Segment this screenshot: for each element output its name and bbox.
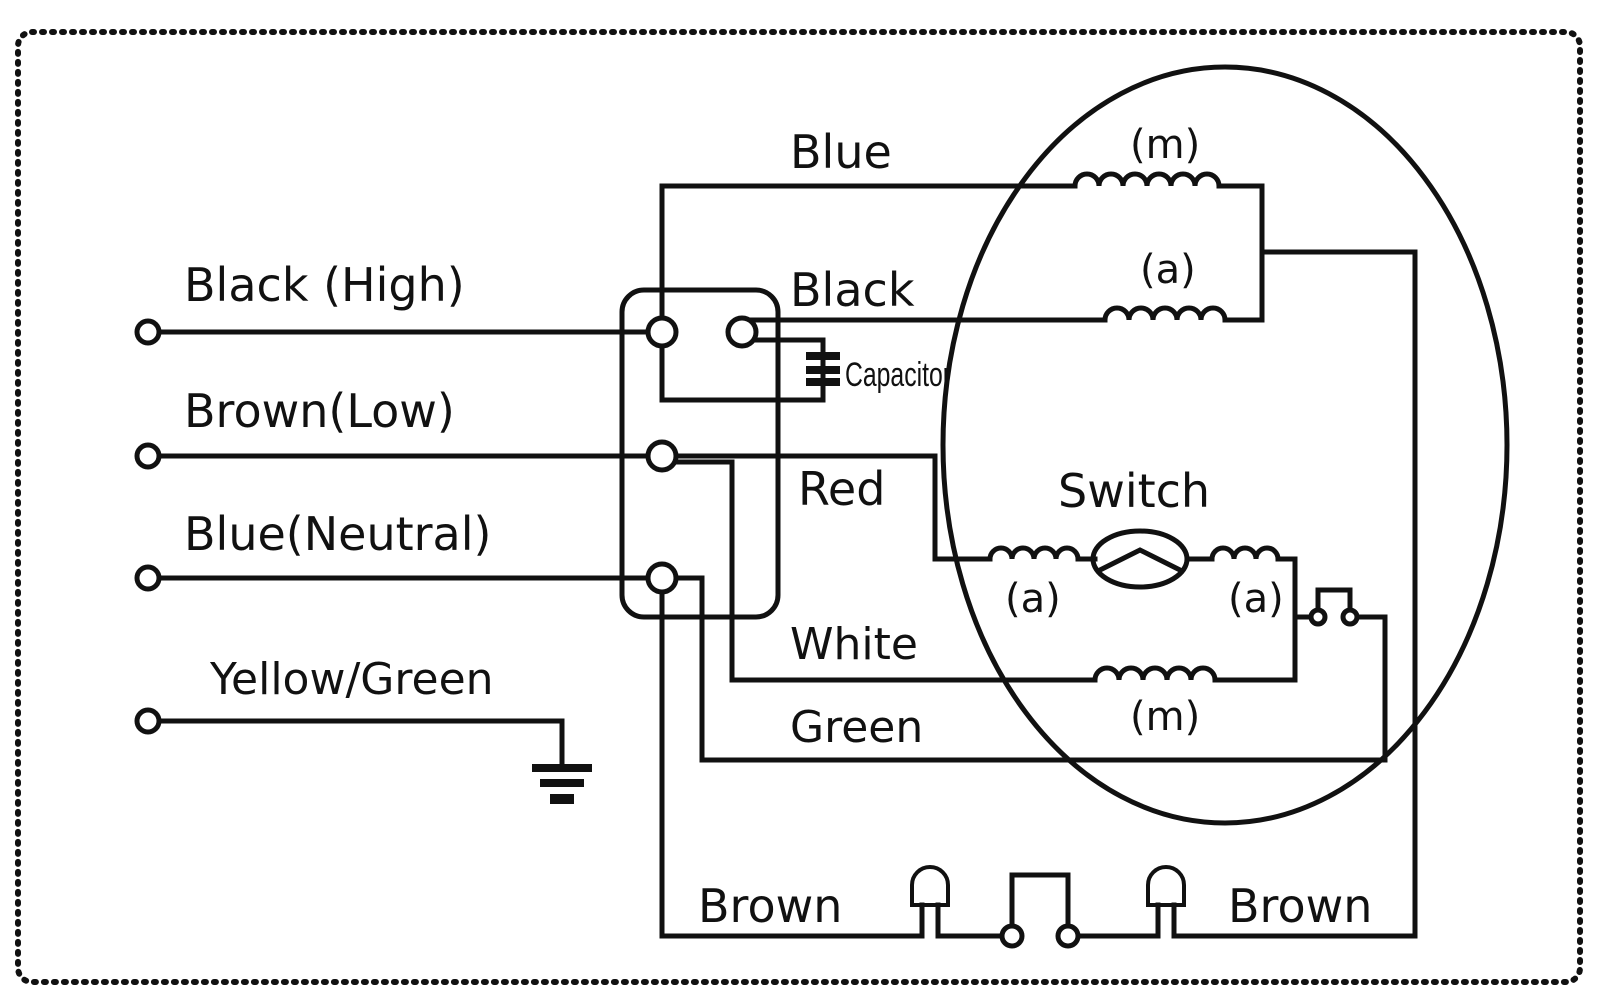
label-capacitor: Capacitor xyxy=(845,356,951,394)
coil-a-top xyxy=(1102,305,1228,323)
switch-icon xyxy=(1090,528,1190,590)
protector-left-icon xyxy=(910,865,1015,939)
label-red: Red xyxy=(798,462,885,516)
wire-common-return xyxy=(1177,249,1418,939)
label-coil-a-top: (a) xyxy=(1140,247,1196,293)
wire-red xyxy=(659,453,993,562)
label-green: Green xyxy=(790,702,923,753)
lead-brown-low xyxy=(134,442,653,470)
wire-brown-left xyxy=(659,575,925,939)
motor-outline xyxy=(940,64,1510,826)
block-terminal-1 xyxy=(645,315,679,349)
wire-coil-a-right-out xyxy=(1275,556,1298,683)
thermal-contact-icon xyxy=(1292,587,1388,763)
label-switch: Switch xyxy=(1058,464,1210,518)
label-black-high: Black (High) xyxy=(184,258,465,312)
label-blue-neutral: Blue(Neutral) xyxy=(184,507,491,561)
label-brown-right: Brown xyxy=(1228,879,1372,933)
dotted-frame xyxy=(15,29,1583,985)
block-terminal-3 xyxy=(645,439,679,473)
wire-coil-m-top-out xyxy=(1216,183,1265,323)
terminal-yellow-green xyxy=(134,707,162,735)
wire-blue xyxy=(659,183,1078,335)
lead-yellow-green xyxy=(134,707,565,767)
label-brown-left: Brown xyxy=(698,879,842,933)
protector-right-icon xyxy=(1075,865,1186,939)
label-yellow-green: Yellow/Green xyxy=(209,654,494,705)
coil-a-left xyxy=(987,545,1081,562)
label-coil-m-top: (m) xyxy=(1130,122,1200,168)
terminal-brown-low xyxy=(134,442,162,470)
switch-contact-bottom-icon xyxy=(999,872,1081,949)
coil-a-right xyxy=(1209,545,1281,562)
label-white: White xyxy=(790,619,918,670)
label-brown-low: Brown(Low) xyxy=(184,384,455,438)
coil-m-top xyxy=(1072,171,1222,189)
label-blue: Blue xyxy=(790,125,892,179)
terminal-blue-neutral xyxy=(134,564,162,592)
label-coil-a-left: (a) xyxy=(1005,576,1061,622)
capacitor-icon xyxy=(806,352,840,386)
block-terminal-4 xyxy=(645,561,679,595)
terminal-black-high xyxy=(134,318,162,346)
block-terminal-2 xyxy=(725,315,759,349)
lead-blue-neutral xyxy=(134,564,653,592)
coil-m-bottom xyxy=(1092,665,1218,683)
label-coil-m-bottom: (m) xyxy=(1130,694,1200,740)
label-coil-a-right: (a) xyxy=(1228,576,1284,622)
label-black: Black xyxy=(790,263,915,317)
lead-black-high xyxy=(134,318,653,346)
wire-white xyxy=(659,459,1098,683)
wire-green xyxy=(659,575,1388,763)
ground-icon xyxy=(532,764,592,804)
